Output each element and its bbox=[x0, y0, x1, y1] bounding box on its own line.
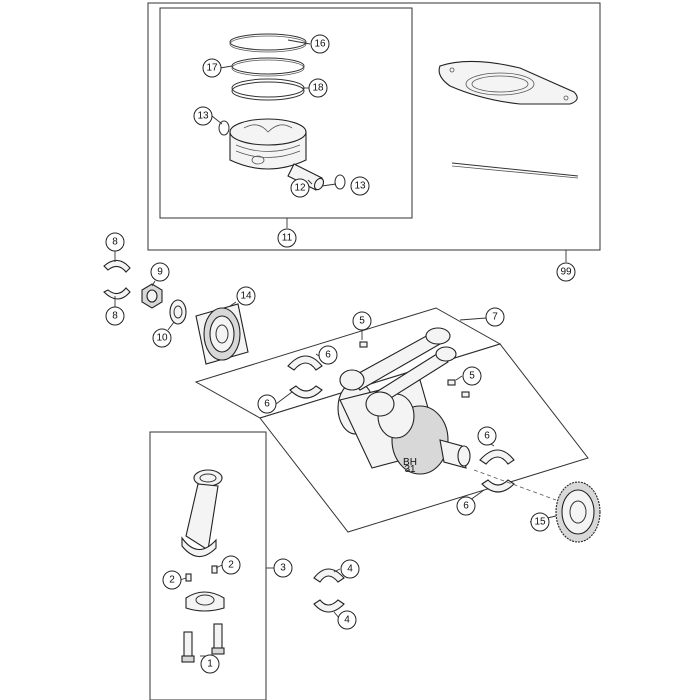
dowel-pin-5b bbox=[447, 379, 456, 386]
piston-kit-frame-11 bbox=[159, 7, 413, 219]
callout-18: 18 bbox=[308, 78, 328, 98]
svg-text:6: 6 bbox=[484, 431, 490, 442]
svg-text:16: 16 bbox=[314, 39, 326, 50]
callout-5b: 5 bbox=[462, 366, 482, 386]
bearing-shell-6b bbox=[289, 385, 323, 399]
svg-text:8: 8 bbox=[112, 237, 118, 248]
callout-9: 9 bbox=[150, 262, 170, 282]
callout-7: 7 bbox=[485, 307, 505, 327]
leader-lines bbox=[114, 39, 567, 657]
kit-frame-99 bbox=[147, 2, 601, 251]
gear-14 bbox=[195, 303, 249, 365]
callout-6c: 6 bbox=[477, 426, 497, 446]
callout-14: 14 bbox=[236, 286, 256, 306]
conrod-cap bbox=[185, 591, 225, 612]
callout-12: 12 bbox=[290, 178, 310, 198]
svg-text:14: 14 bbox=[240, 291, 252, 302]
piston-ring-16 bbox=[229, 33, 307, 53]
washer-10 bbox=[169, 299, 187, 325]
dowel-pin-5c bbox=[461, 391, 470, 398]
callout-13b: 13 bbox=[350, 176, 370, 196]
svg-text:5: 5 bbox=[359, 316, 365, 327]
svg-text:3: 3 bbox=[280, 563, 286, 574]
piston-pin-12 bbox=[287, 163, 325, 191]
cylinder-head-gasket bbox=[438, 60, 578, 105]
sleeve-2b bbox=[185, 573, 192, 582]
svg-text:6: 6 bbox=[325, 350, 331, 361]
callout-13a: 13 bbox=[193, 106, 213, 126]
svg-text:2: 2 bbox=[228, 560, 234, 571]
cylinder-base-gasket bbox=[451, 162, 579, 179]
svg-text:12: 12 bbox=[294, 183, 306, 194]
conrod-bolt-b bbox=[211, 623, 225, 655]
conrod-bolt-a bbox=[181, 631, 195, 663]
callout-5a: 5 bbox=[352, 311, 372, 331]
callout-8b: 8 bbox=[105, 306, 125, 326]
svg-text:1: 1 bbox=[207, 659, 213, 670]
svg-text:8: 8 bbox=[112, 311, 118, 322]
callout-8a: 8 bbox=[105, 232, 125, 252]
callout-15: 15 bbox=[530, 512, 550, 532]
svg-text:15: 15 bbox=[534, 517, 546, 528]
piston-ring-18 bbox=[231, 78, 305, 101]
callout-16: 16 bbox=[310, 34, 330, 54]
svg-text:6: 6 bbox=[264, 399, 270, 410]
sleeve-2a bbox=[211, 565, 218, 574]
callout-17: 17 bbox=[202, 58, 222, 78]
svg-text:11: 11 bbox=[282, 233, 293, 244]
bearing-shell-6c bbox=[479, 449, 515, 465]
main-bearing-shell-8b bbox=[103, 287, 131, 300]
svg-text:4: 4 bbox=[347, 564, 353, 575]
main-bearing-shell-8a bbox=[103, 259, 131, 273]
callout-2a: 2 bbox=[221, 555, 241, 575]
svg-text:10: 10 bbox=[156, 333, 168, 344]
bearing-shell-4b bbox=[313, 599, 345, 613]
callout-99: 99 bbox=[556, 262, 576, 282]
gear-15 bbox=[555, 481, 601, 543]
callout-4b: 4 bbox=[337, 610, 357, 630]
bearing-shell-4a bbox=[313, 568, 345, 583]
callout-2b: 2 bbox=[162, 570, 182, 590]
svg-text:9: 9 bbox=[157, 267, 163, 278]
svg-text:99: 99 bbox=[560, 267, 572, 278]
connecting-rods bbox=[339, 327, 457, 417]
piston-ring-17 bbox=[231, 57, 305, 77]
svg-text:13: 13 bbox=[354, 181, 366, 192]
callout-11: 11 bbox=[277, 228, 297, 248]
callout-6b: 6 bbox=[257, 394, 277, 414]
nut-9 bbox=[141, 283, 163, 309]
bearing-shell-6a bbox=[287, 355, 323, 371]
axis-line bbox=[473, 469, 557, 501]
svg-text:18: 18 bbox=[312, 83, 324, 94]
circlip-13a bbox=[218, 120, 230, 136]
connecting-rod bbox=[181, 469, 223, 558]
bearing-shell-6d bbox=[481, 479, 515, 493]
callout-3: 3 bbox=[273, 558, 293, 578]
svg-text:7: 7 bbox=[492, 312, 498, 323]
svg-text:5: 5 bbox=[469, 371, 475, 382]
svg-text:6: 6 bbox=[463, 501, 469, 512]
svg-text:13: 13 bbox=[197, 111, 209, 122]
svg-text:17: 17 bbox=[206, 63, 218, 74]
circlip-13b bbox=[334, 174, 346, 190]
svg-text:2: 2 bbox=[169, 575, 175, 586]
conrod-kit-frame-3 bbox=[149, 431, 267, 700]
callout-6a: 6 bbox=[318, 345, 338, 365]
callout-10: 10 bbox=[152, 328, 172, 348]
svg-text:4: 4 bbox=[344, 615, 350, 626]
callout-4a: 4 bbox=[340, 559, 360, 579]
piston bbox=[229, 118, 307, 170]
dowel-pin-5a bbox=[359, 341, 368, 348]
callout-1: 1 bbox=[200, 654, 220, 674]
callout-6d: 6 bbox=[456, 496, 476, 516]
